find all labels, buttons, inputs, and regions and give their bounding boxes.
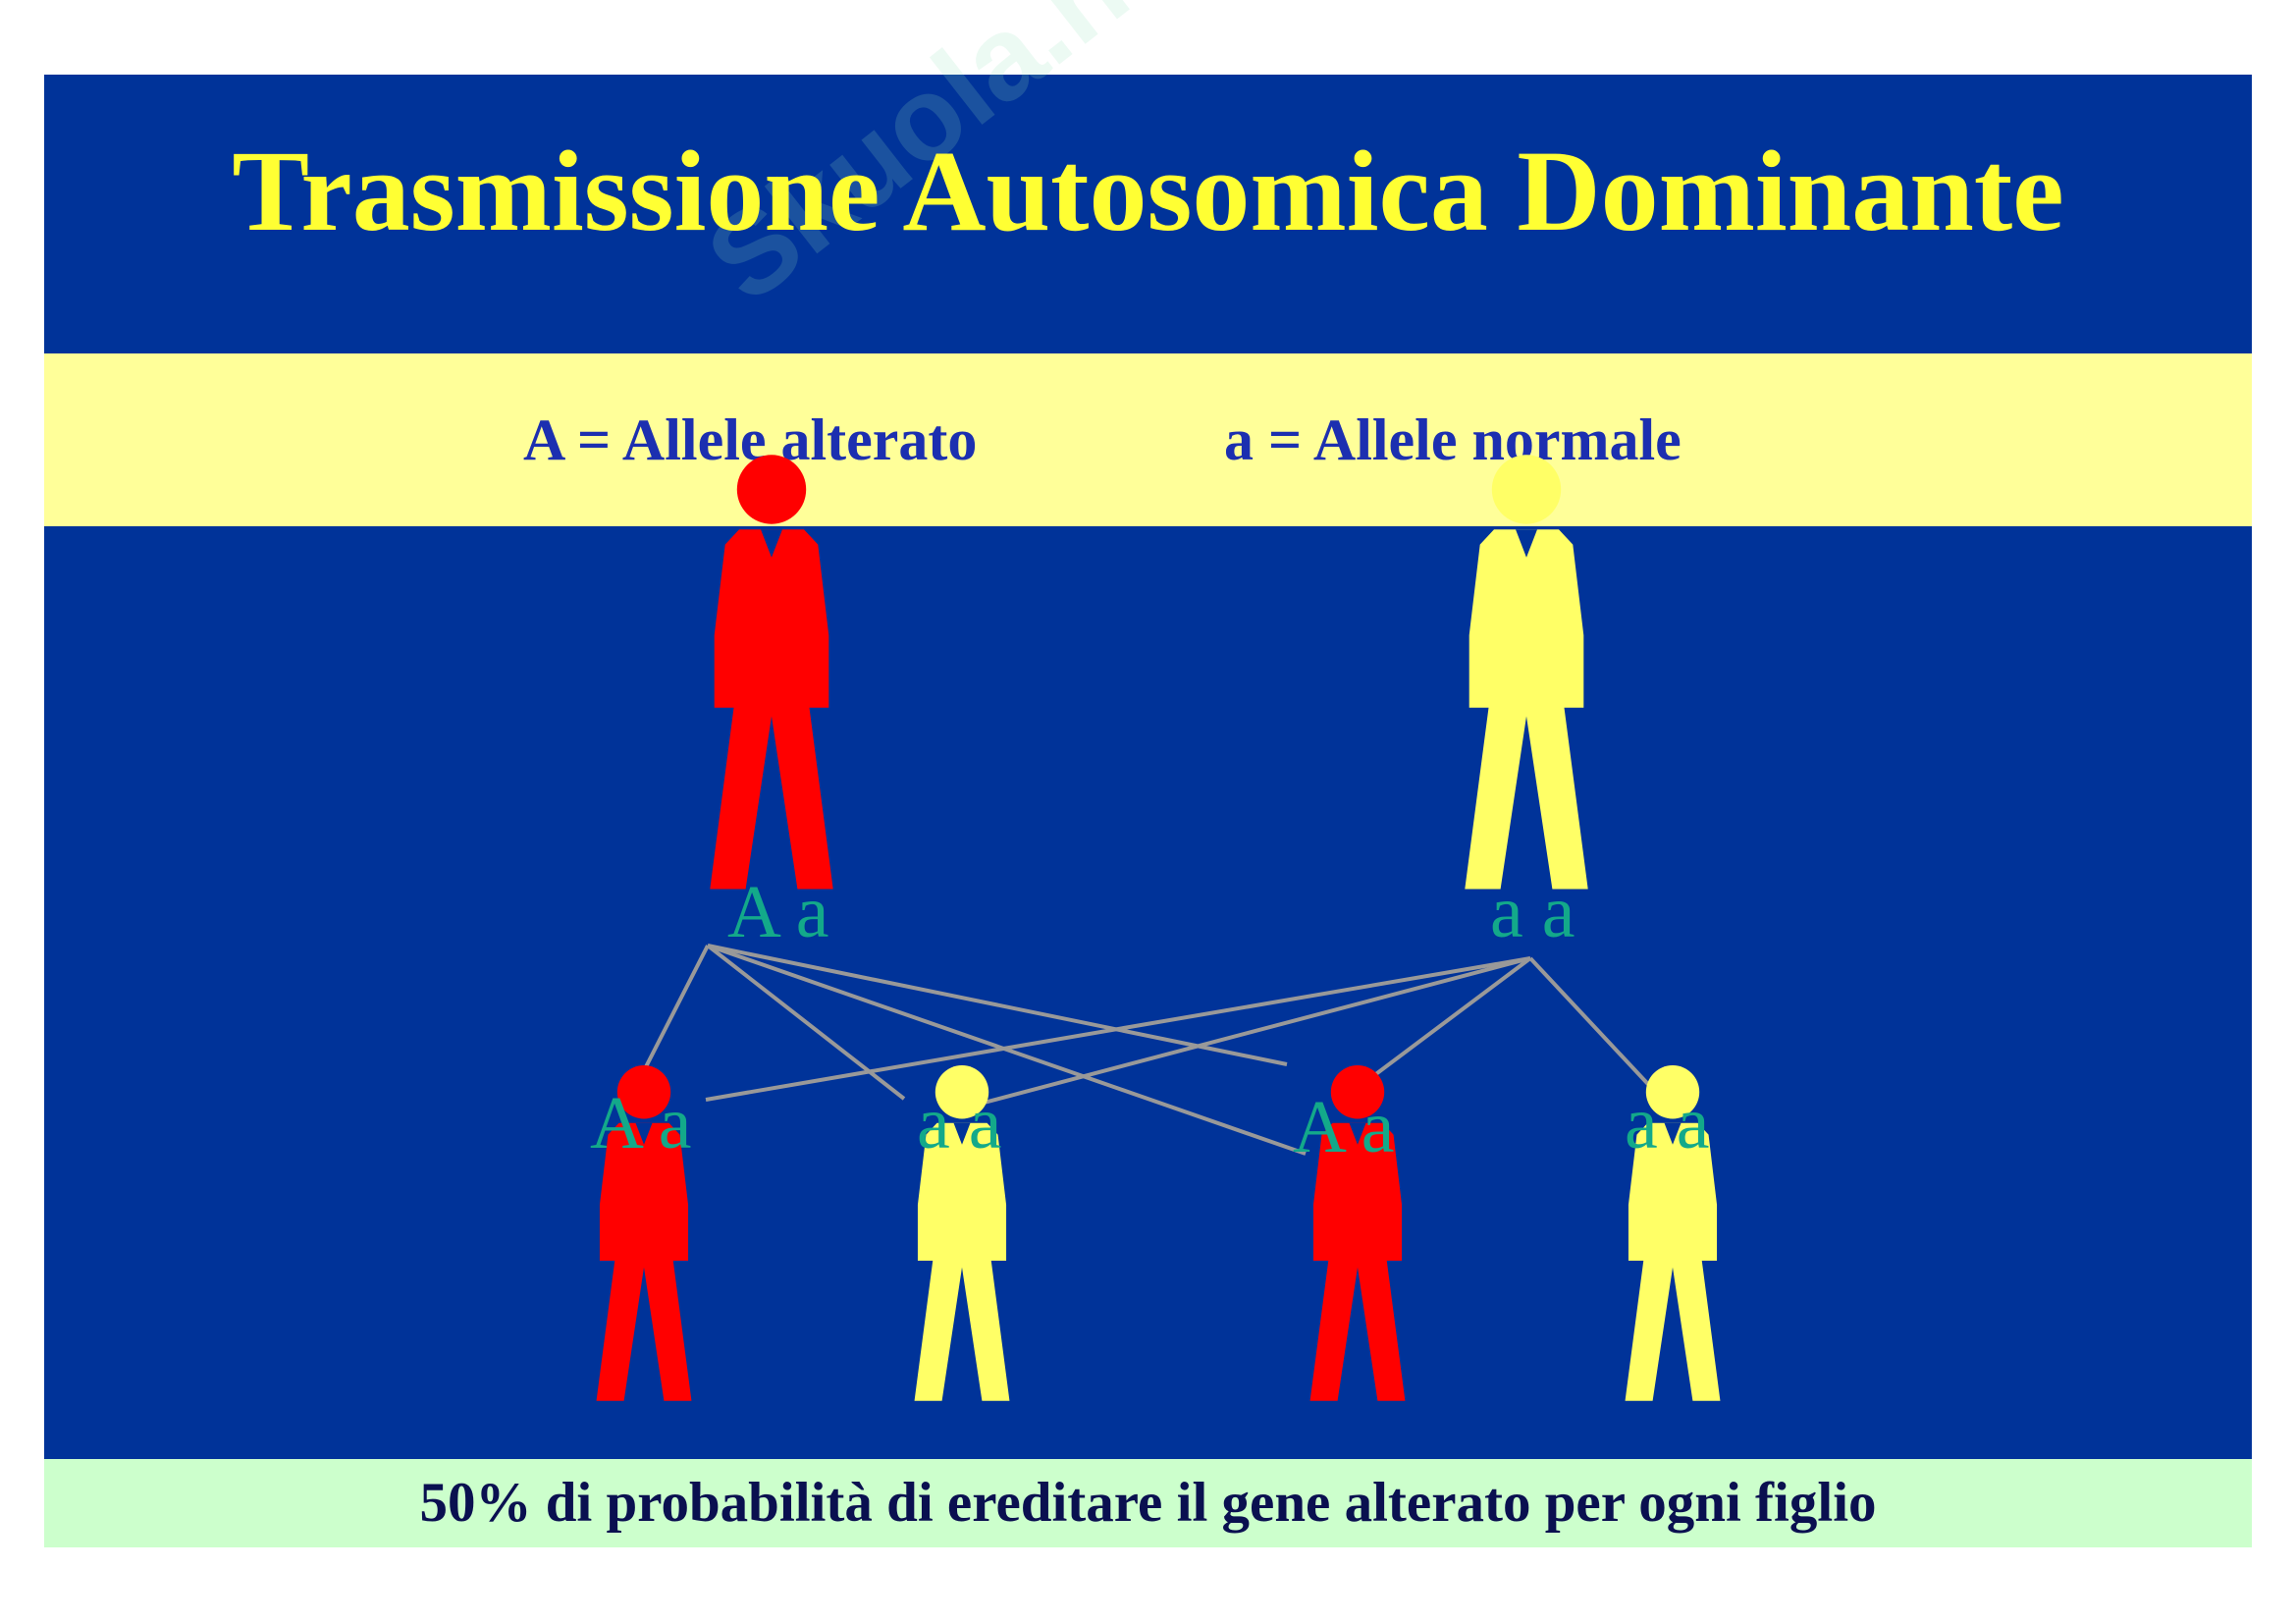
parent-unaffected-figure bbox=[1465, 455, 1588, 890]
line-parent2-child4 bbox=[1528, 956, 1661, 1098]
footer-text: 50% di probabilità di ereditare il gene … bbox=[419, 1472, 1877, 1534]
slide-title: Trasmissione Autosomica Dominante bbox=[232, 127, 2064, 255]
footer-band: 50% di probabilità di ereditare il gene … bbox=[44, 1459, 2252, 1547]
legend-band: A = Allele alterato a = Allele normale bbox=[44, 353, 2252, 526]
child-4-genotype: a a bbox=[1625, 1082, 1710, 1164]
pedigree-diagram bbox=[596, 455, 1721, 1401]
line-parent2-child3 bbox=[1356, 956, 1532, 1090]
legend-recessive-allele: a = Allele normale bbox=[1224, 407, 1682, 472]
line-parent1-child3-alt bbox=[707, 944, 1288, 1066]
line-parent2-child2 bbox=[972, 956, 1531, 1108]
line-parent2-child1 bbox=[705, 956, 1531, 1102]
parent-2-genotype: a a bbox=[1490, 871, 1575, 953]
slide: Skuola.net Trasmissione Autosomica Domin… bbox=[44, 0, 2252, 1547]
parent-1-genotype: A a bbox=[727, 871, 829, 953]
child-3-genotype: A a bbox=[1293, 1086, 1395, 1168]
inheritance-lines bbox=[629, 944, 1661, 1156]
line-parent1-child2 bbox=[706, 944, 906, 1101]
child-1-genotype: A a bbox=[590, 1082, 692, 1164]
child-2-genotype: a a bbox=[917, 1082, 1002, 1164]
legend-dominant-allele: A = Allele alterato bbox=[523, 407, 978, 472]
parent-affected-figure bbox=[710, 455, 833, 890]
